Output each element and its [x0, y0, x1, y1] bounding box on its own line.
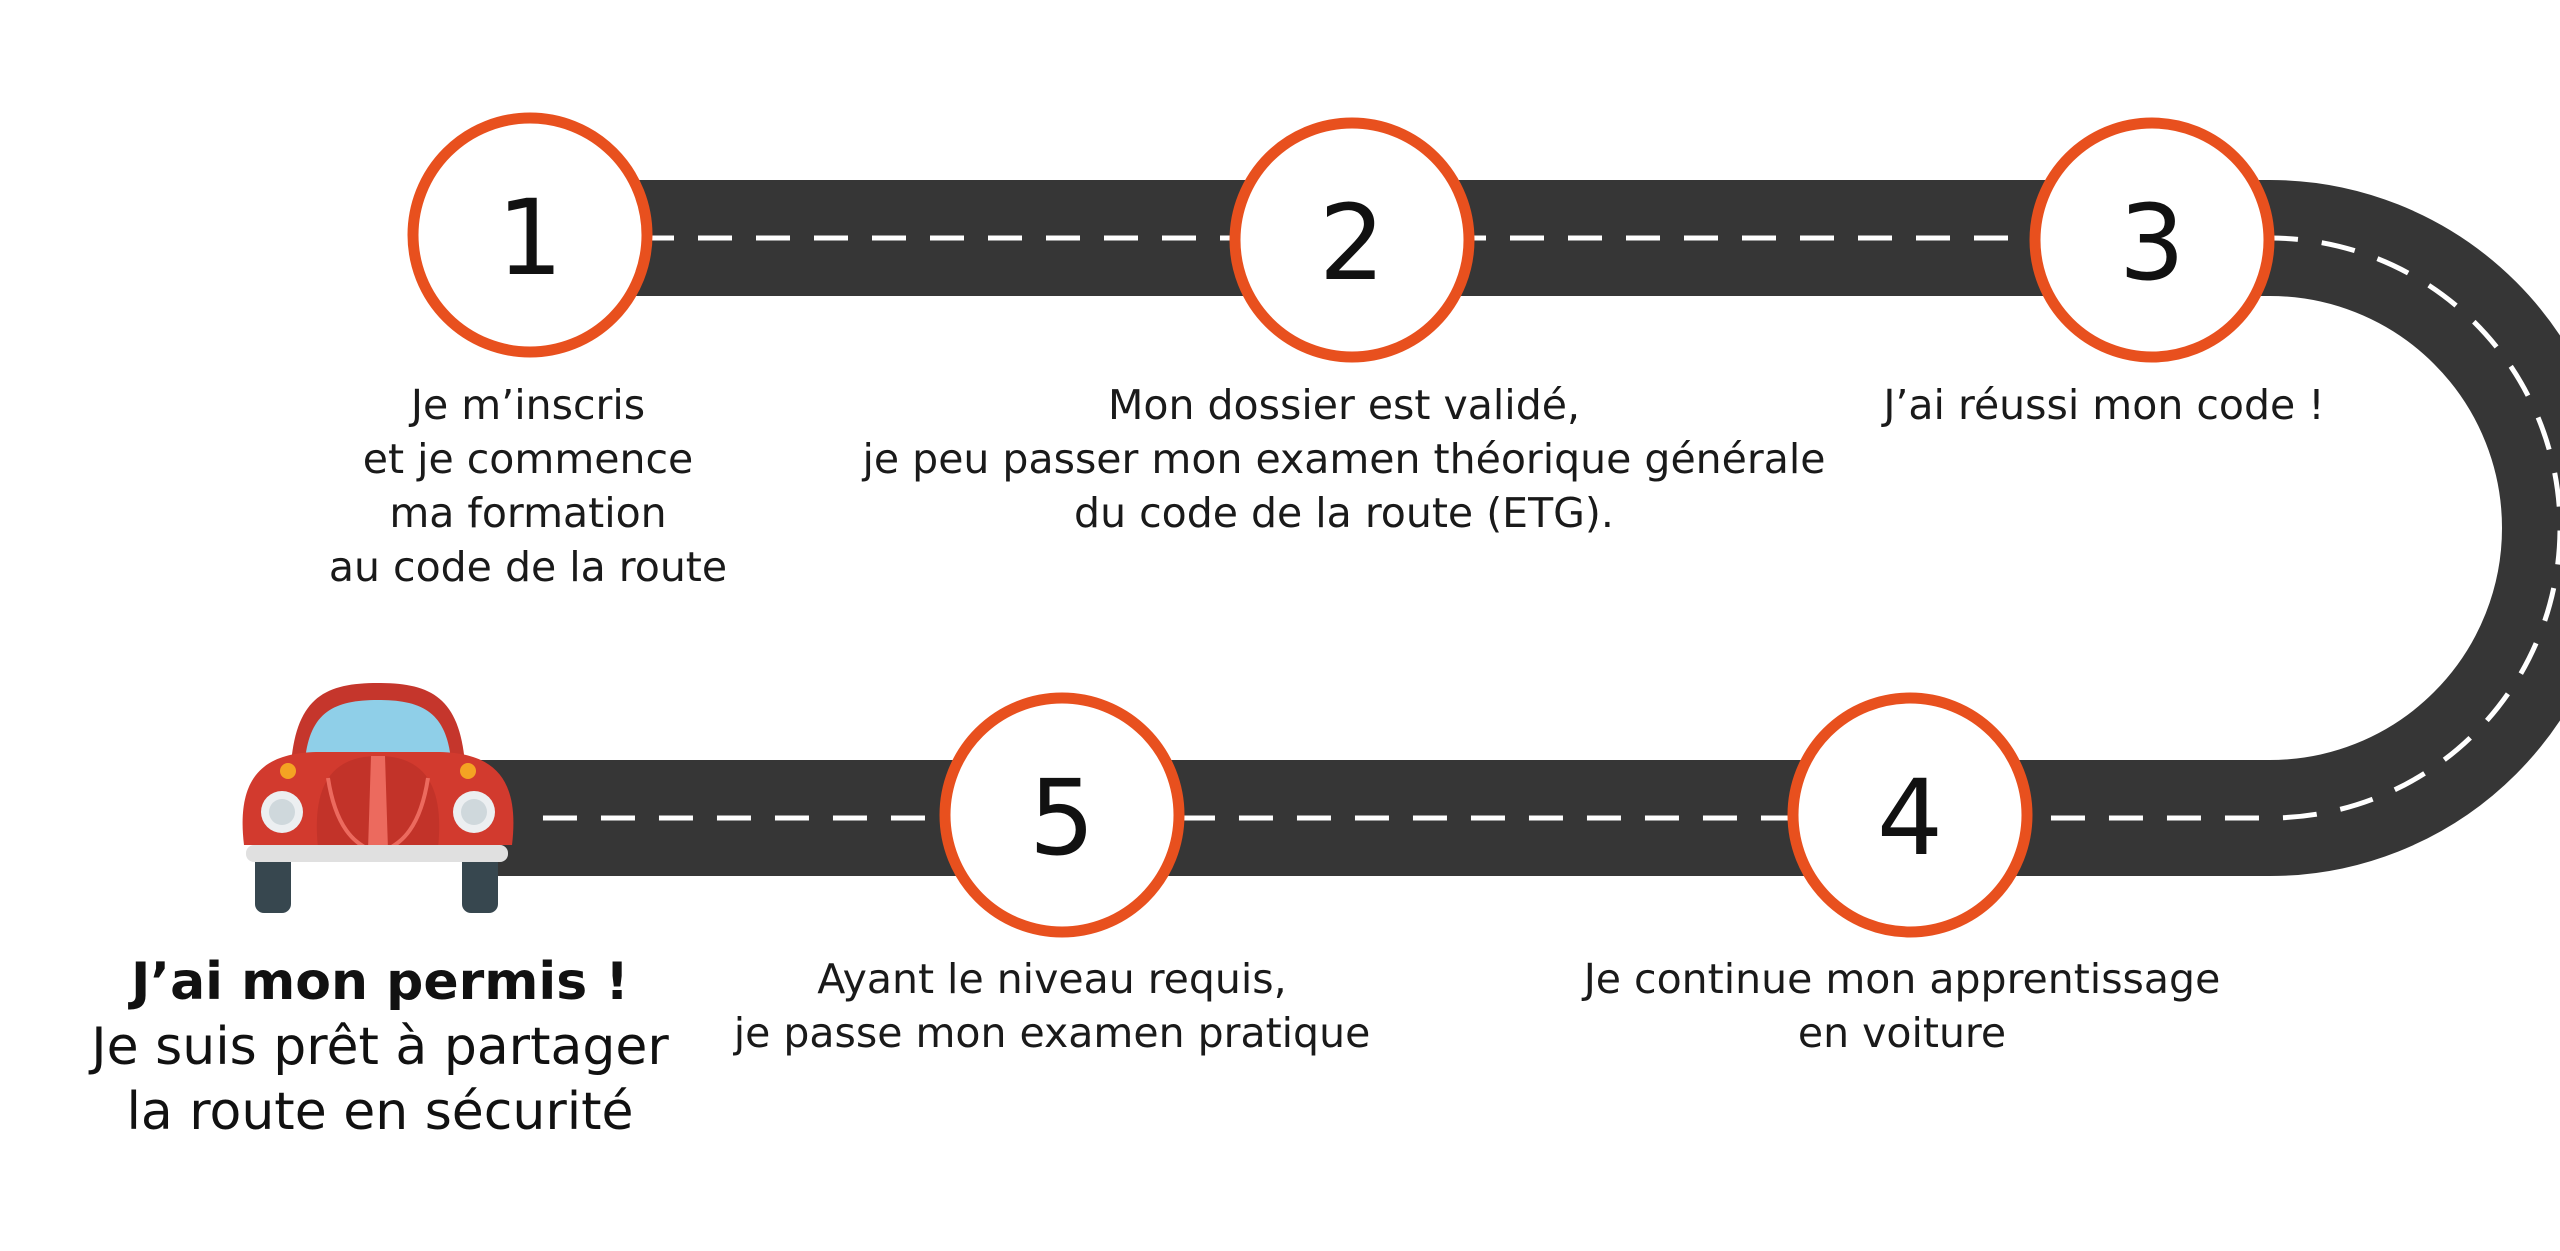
caption-line: je passe mon examen pratique: [733, 1009, 1371, 1057]
finish-caption: J’ai mon permis ! Je suis prêt à partage…: [91, 950, 668, 1145]
step-marker-2: 2: [1229, 117, 1475, 363]
car-icon: [242, 683, 514, 913]
caption-line: Ayant le niveau requis,: [817, 955, 1287, 1003]
step-number-2: 2: [1319, 182, 1385, 304]
step-number-1: 1: [497, 177, 563, 299]
caption-line: Mon dossier est validé,: [1108, 381, 1580, 429]
caption-line: J’ai réussi mon code !: [1883, 381, 2325, 429]
step-marker-1: 1: [407, 112, 653, 358]
step-caption-5: Ayant le niveau requis, je passe mon exa…: [734, 952, 1371, 1060]
road-center-line: [525, 235, 2560, 821]
step-number-4: 4: [1877, 757, 1943, 879]
step-number-5: 5: [1029, 757, 1095, 879]
step-marker-3: 3: [2029, 117, 2275, 363]
finish-title: J’ai mon permis !: [130, 952, 630, 1012]
step-caption-3: J’ai réussi mon code !: [1883, 378, 2324, 432]
step-caption-1: Je m’inscris et je commence ma formation…: [329, 378, 727, 594]
caption-line: en voiture: [1797, 1009, 2007, 1057]
step-caption-4: Je continue mon apprentissage en voiture: [1584, 952, 2221, 1060]
caption-line: ma formation: [389, 489, 667, 537]
caption-line: du code de la route (ETG).: [1074, 489, 1614, 537]
caption-line: et je commence: [362, 435, 694, 483]
step-caption-2: Mon dossier est validé, je peu passer mo…: [863, 378, 1826, 540]
step-marker-4: 4: [1787, 692, 2033, 938]
caption-line: au code de la route: [328, 543, 728, 591]
caption-line: Je m’inscris: [410, 381, 646, 429]
finish-line: la route en sécurité: [126, 1082, 634, 1142]
caption-line: je peu passer mon examen théorique génér…: [862, 435, 1826, 483]
step-number-3: 3: [2119, 182, 2185, 304]
finish-line: Je suis prêt à partager: [91, 1017, 669, 1077]
step-marker-5: 5: [939, 692, 1185, 938]
caption-line: Je continue mon apprentissage: [1583, 955, 2221, 1003]
